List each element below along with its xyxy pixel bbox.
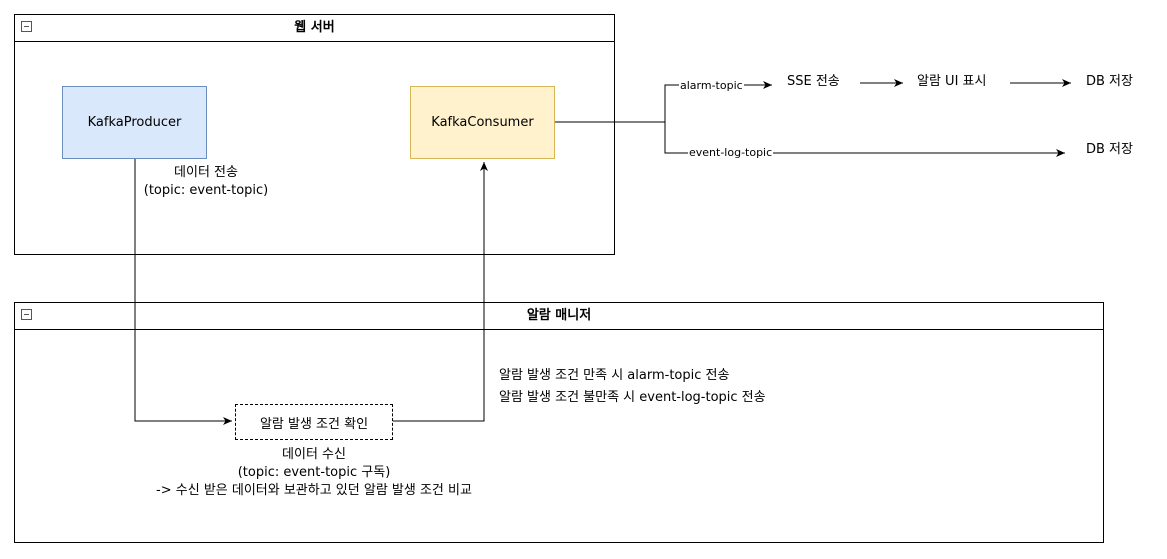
receive-caption-line1: 데이터 수신 — [282, 447, 346, 462]
web-server-header: 웹 서버 — [15, 15, 614, 42]
alarm-condition-check-label: 알람 발생 조건 확인 — [259, 416, 369, 432]
alarm-topic-label: alarm-topic — [679, 79, 744, 93]
receive-caption-line2: (topic: event-topic 구독) — [237, 465, 391, 480]
receive-caption-line3: -> 수신 받은 데이터와 보관하고 있던 알람 발생 조건 비교 — [156, 483, 472, 498]
alarm-ui-label: 알람 UI 표시 — [917, 74, 987, 89]
condition-caption-line2: 알람 발생 조건 불만족 시 event-log-topic 전송 — [499, 390, 766, 405]
sse-send-label: SSE 전송 — [787, 74, 840, 89]
send-caption-line1: 데이터 전송 — [174, 165, 238, 180]
condition-caption-line1: 알람 발생 조건 만족 시 alarm-topic 전송 — [499, 368, 730, 383]
send-caption-line2: (topic: event-topic) — [143, 183, 269, 198]
alarm-manager-title: 알람 매니저 — [526, 308, 592, 323]
kafka-producer-label: KafkaProducer — [87, 115, 182, 130]
alarm-manager-header: 알람 매니저 — [15, 303, 1103, 330]
db-save-label-1: DB 저장 — [1086, 74, 1133, 89]
kafka-consumer-node[interactable]: KafkaConsumer — [410, 86, 555, 159]
kafka-producer-node[interactable]: KafkaProducer — [62, 86, 207, 159]
alarm-condition-check-node[interactable]: 알람 발생 조건 확인 — [235, 404, 393, 440]
web-server-title: 웹 서버 — [294, 20, 335, 35]
collapse-icon[interactable] — [21, 309, 32, 320]
receive-caption: 데이터 수신 (topic: event-topic 구독) -> 수신 받은 … — [114, 446, 514, 500]
kafka-consumer-label: KafkaConsumer — [431, 115, 534, 130]
alarm-manager-container: 알람 매니저 — [14, 302, 1104, 543]
event-log-topic-label: event-log-topic — [688, 146, 774, 160]
collapse-icon[interactable] — [21, 21, 32, 32]
send-caption: 데이터 전송 (topic: event-topic) — [136, 164, 276, 200]
condition-caption: 알람 발생 조건 만족 시 alarm-topic 전송 알람 발생 조건 불만… — [499, 365, 766, 409]
db-save-label-2: DB 저장 — [1086, 142, 1133, 157]
